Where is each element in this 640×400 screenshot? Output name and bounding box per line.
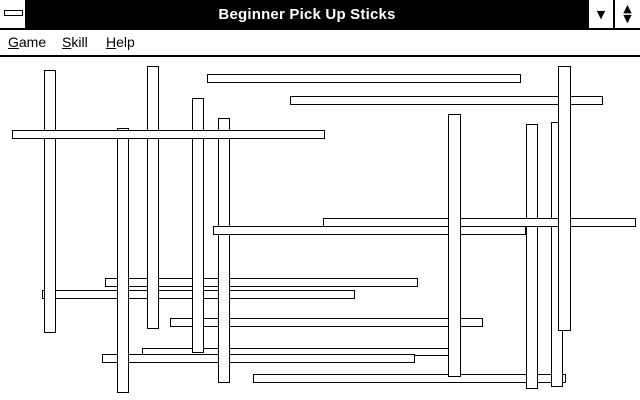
menu-game-mnemonic: G [8, 34, 19, 50]
pick-up-stick[interactable] [526, 124, 538, 389]
pick-up-stick[interactable] [117, 128, 129, 393]
window-title: Beginner Pick Up Sticks [218, 6, 396, 23]
pick-up-stick[interactable] [147, 66, 159, 329]
menu-bar: Game Skill Help [0, 30, 640, 57]
menu-help[interactable]: Help [106, 34, 135, 50]
pick-up-stick[interactable] [192, 98, 204, 353]
pick-up-stick[interactable] [44, 70, 56, 333]
system-menu-button[interactable] [0, 0, 26, 29]
play-area[interactable] [0, 57, 640, 400]
pick-up-stick[interactable] [558, 66, 571, 331]
pick-up-stick[interactable] [213, 226, 526, 235]
pick-up-stick[interactable] [102, 354, 415, 363]
maximize-button[interactable]: ▲▼ [614, 0, 640, 29]
pick-up-stick[interactable] [218, 118, 230, 383]
pick-up-stick[interactable] [323, 218, 636, 227]
pick-up-stick[interactable] [253, 374, 566, 383]
pick-up-stick[interactable] [448, 114, 461, 377]
down-triangle-icon: ▼ [596, 8, 606, 21]
pick-up-stick[interactable] [170, 318, 483, 327]
menu-game[interactable]: Game [8, 34, 46, 50]
menu-skill-rest: kill [71, 34, 88, 50]
pick-up-stick[interactable] [207, 74, 521, 83]
menu-skill-mnemonic: S [62, 34, 72, 50]
minimize-button[interactable]: ▼ [588, 0, 613, 29]
system-menu-icon [4, 10, 23, 16]
pick-up-stick[interactable] [12, 130, 325, 139]
menu-help-mnemonic: H [106, 34, 117, 50]
pick-up-stick[interactable] [290, 96, 603, 105]
pick-up-stick[interactable] [105, 278, 418, 287]
up-down-triangle-icon: ▲▼ [623, 2, 632, 25]
menu-game-rest: ame [18, 34, 47, 50]
title-bar[interactable]: Beginner Pick Up Sticks ▼ ▲▼ [0, 0, 640, 30]
menu-skill[interactable]: Skill [62, 34, 88, 50]
menu-help-rest: elp [116, 34, 135, 50]
